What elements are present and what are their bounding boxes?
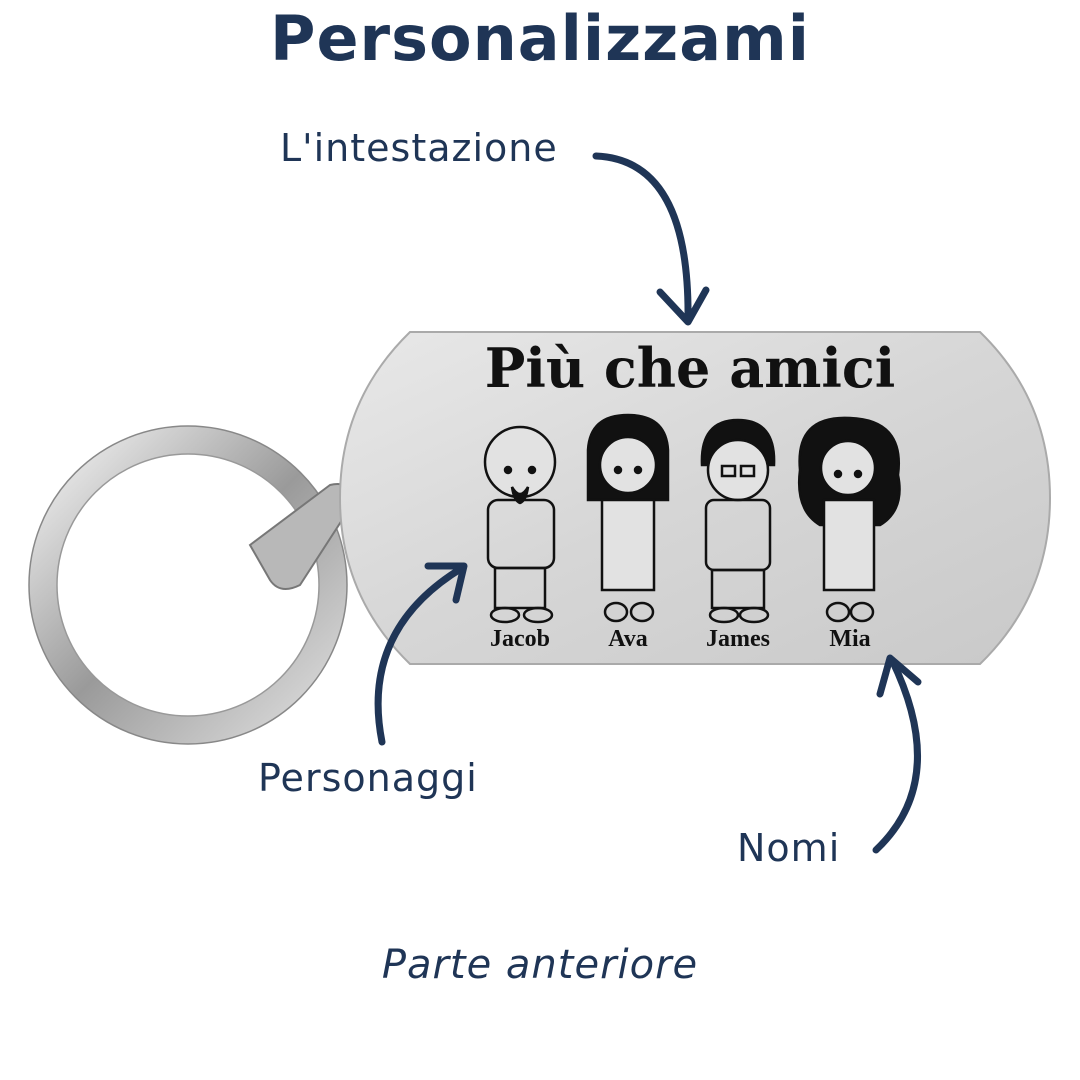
- arrow-names: [872, 654, 922, 854]
- page-title: Personalizzami: [270, 2, 810, 75]
- footer-caption: Parte anteriore: [381, 942, 699, 988]
- arrow-heading: [592, 152, 710, 326]
- figure-jacob: [483, 425, 557, 624]
- label-names: Nomi: [737, 826, 841, 870]
- figure-james: [700, 418, 776, 624]
- tag-heading: Più che amici: [484, 336, 896, 400]
- figure-mia: [798, 416, 901, 623]
- figure-ava: [586, 413, 670, 623]
- name-mia: Mia: [829, 626, 871, 652]
- name-jacob: Jacob: [490, 626, 550, 652]
- key-ring: [28, 425, 348, 745]
- label-characters: Personaggi: [258, 756, 478, 800]
- name-james: James: [706, 626, 770, 652]
- label-heading: L'intestazione: [280, 126, 558, 170]
- arrow-characters: [374, 562, 468, 746]
- name-ava: Ava: [608, 626, 648, 652]
